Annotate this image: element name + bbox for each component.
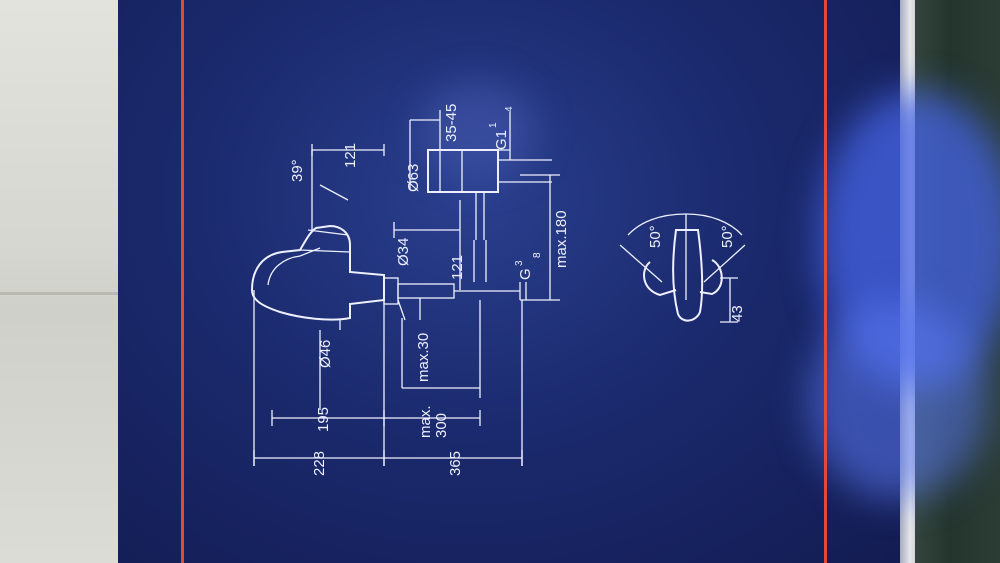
angle-spout-label: 39° — [289, 159, 306, 182]
handle-outline — [619, 213, 746, 323]
spout-reach-label: 121 — [342, 143, 359, 168]
supply-121-label: 121 — [449, 255, 466, 280]
base-dia-label: Ø46 — [317, 340, 334, 368]
dim-228-label: 228 — [311, 451, 328, 476]
light-surface-background — [0, 0, 120, 563]
product-box-panel — [118, 0, 1000, 563]
surface-seam — [0, 292, 120, 295]
thread-top-main: G1 — [493, 130, 510, 150]
handle-right-angle-label: 50° — [719, 225, 736, 248]
rosette-dia-label: Ø63 — [405, 164, 422, 192]
red-stripe-left — [181, 0, 184, 563]
dim-195-label: 195 — [315, 407, 332, 432]
max-180-label: max.180 — [553, 210, 570, 268]
handle-43-label: 43 — [729, 305, 746, 322]
thread-g-main: G — [517, 268, 534, 280]
thread-g-sub: 8 — [532, 252, 543, 258]
body-dia-label: Ø34 — [395, 238, 412, 266]
thread-g-sup: 3 — [514, 260, 525, 266]
thread-top-sup: 1 — [488, 122, 499, 128]
max-300-label-b: 300 — [433, 413, 450, 438]
rosette-outline — [427, 149, 552, 282]
thread-top-sub: 4 — [504, 106, 515, 112]
light-glare — [808, 300, 988, 500]
max-30-label: max.30 — [415, 333, 432, 382]
handle-left-angle-label: 50° — [647, 225, 664, 248]
faucet-outline — [250, 224, 527, 321]
dim-365-label: 365 — [447, 451, 464, 476]
red-stripe-right — [824, 0, 827, 563]
max-300-label-a: max. — [417, 405, 434, 438]
light-glare — [418, 80, 538, 180]
wall-depth-label: 35-45 — [443, 104, 460, 142]
dimension-lines — [253, 110, 560, 466]
